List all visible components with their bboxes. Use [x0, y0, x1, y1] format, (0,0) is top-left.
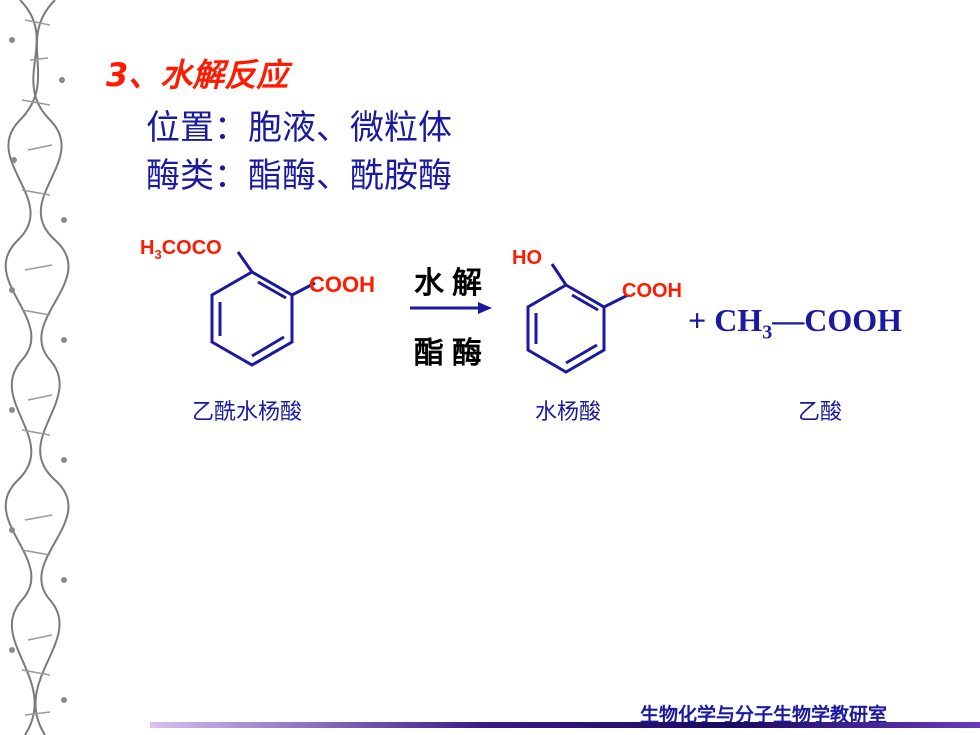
enzyme-line: 酶类：酯酶、酰胺酶	[146, 156, 452, 196]
caption-aspirin: 乙酰水杨酸	[192, 400, 303, 425]
reaction-arrow	[410, 302, 492, 314]
reactant-substituent-acetyloxy: H3COCO	[140, 237, 222, 262]
slide-title: 3、水解反应	[106, 56, 289, 94]
product-substituent-hydroxyl: HO	[512, 247, 542, 269]
footer-department: 生物化学与分子生物学教研室	[640, 704, 888, 726]
reactant-substituent-carboxyl: COOH	[309, 272, 375, 297]
dna-helix-decoration	[4, 0, 70, 735]
arrow-label-hydrolysis: 水解	[414, 266, 490, 301]
product-substituent-carboxyl: COOH	[622, 280, 682, 302]
caption-salicylic-acid: 水杨酸	[535, 400, 602, 425]
arrow-label-esterase: 酯酶	[414, 336, 490, 371]
reactant-benzene-ring	[210, 251, 316, 367]
product-benzene-ring	[526, 263, 629, 374]
caption-acetic-acid: 乙酸	[798, 400, 843, 425]
footer-bar	[150, 722, 980, 728]
location-line: 位置：胞液、微粒体	[146, 108, 452, 148]
acetic-acid-formula: + CH3—COOH	[688, 302, 903, 344]
